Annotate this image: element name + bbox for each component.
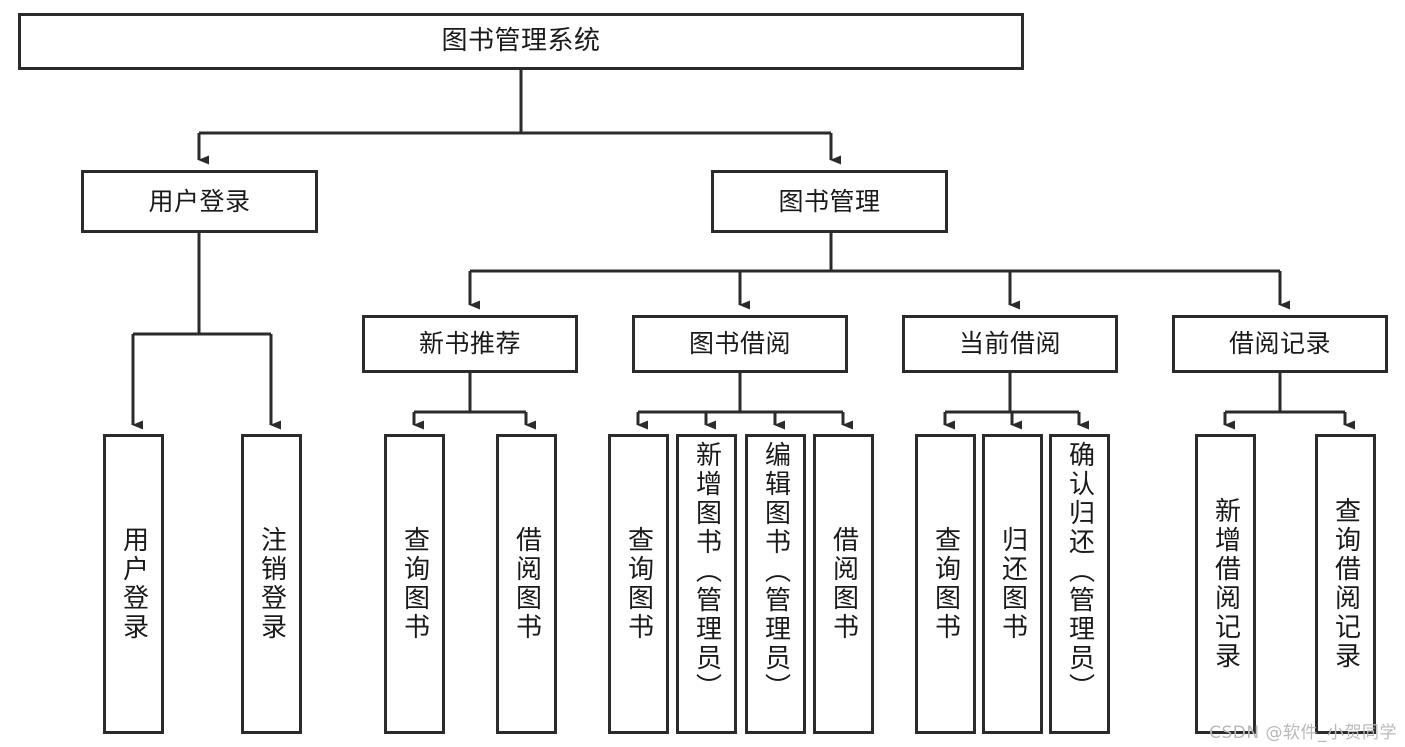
node-user-login[interactable]: 用户登录 — [81, 170, 318, 233]
connector-borrowrecords-to-leaves — [1223, 373, 1355, 430]
node-label: 查询图书 — [399, 526, 430, 642]
node-label: 图书管理系统 — [441, 26, 601, 57]
node-label: 编辑图书（管理员） — [760, 441, 791, 702]
connector-bookmgmt-to-level2 — [468, 233, 1290, 310]
connector-userlogin-to-leaves — [131, 233, 281, 430]
node-label: 查询图书 — [930, 526, 961, 642]
leaf-currentborrow-confirm-return-admin[interactable]: 确认归还（管理员） — [1049, 434, 1110, 734]
leaf-bookborrow-edit-book-admin[interactable]: 编辑图书（管理员） — [745, 434, 806, 734]
node-label: 归还图书 — [997, 526, 1028, 642]
watermark-text: CSDN @软件_小贺同学 — [1209, 723, 1397, 743]
node-label: 查询借阅记录 — [1330, 497, 1361, 671]
node-root-library-management-system[interactable]: 图书管理系统 — [18, 13, 1024, 70]
node-label: 新增图书（管理员） — [691, 441, 722, 702]
leaf-borrowrecords-query-record[interactable]: 查询借阅记录 — [1315, 434, 1376, 734]
node-new-book-recommend[interactable]: 新书推荐 — [362, 315, 578, 373]
node-label: 新书推荐 — [418, 329, 521, 359]
connector-newbook-to-leaves — [412, 373, 536, 430]
node-label: 图书管理 — [778, 186, 881, 216]
leaf-borrowrecords-add-record[interactable]: 新增借阅记录 — [1195, 434, 1256, 734]
leaf-newbook-query-book[interactable]: 查询图书 — [384, 434, 445, 734]
node-label: 注销登录 — [256, 526, 287, 642]
node-book-management[interactable]: 图书管理 — [711, 170, 948, 233]
node-borrow-records[interactable]: 借阅记录 — [1172, 315, 1388, 373]
node-label: 用户登录 — [118, 526, 149, 642]
leaf-currentborrow-query-book[interactable]: 查询图书 — [915, 434, 976, 734]
node-current-borrow[interactable]: 当前借阅 — [902, 315, 1118, 373]
node-label: 借阅记录 — [1228, 329, 1331, 359]
node-label: 确认归还（管理员） — [1064, 441, 1095, 702]
leaf-logout-login[interactable]: 注销登录 — [241, 434, 302, 734]
leaf-bookborrow-add-book-admin[interactable]: 新增图书（管理员） — [676, 434, 737, 734]
connector-currentborrow-to-leaves — [943, 373, 1089, 430]
node-label: 借阅图书 — [511, 526, 542, 642]
node-label: 当前借阅 — [958, 329, 1061, 359]
node-label: 新增借阅记录 — [1210, 497, 1241, 671]
node-label: 图书借阅 — [688, 329, 791, 359]
node-book-borrow[interactable]: 图书借阅 — [632, 315, 848, 373]
leaf-user-login[interactable]: 用户登录 — [103, 434, 164, 734]
leaf-bookborrow-query-book[interactable]: 查询图书 — [608, 434, 669, 734]
leaf-bookborrow-borrow-book[interactable]: 借阅图书 — [813, 434, 874, 734]
node-label: 用户登录 — [148, 186, 251, 216]
node-label: 借阅图书 — [828, 526, 859, 642]
leaf-newbook-borrow-book[interactable]: 借阅图书 — [496, 434, 557, 734]
connector-root-to-level1 — [197, 70, 841, 165]
node-label: 查询图书 — [623, 526, 654, 642]
connector-bookborrow-to-leaves — [636, 373, 853, 430]
leaf-currentborrow-return-book[interactable]: 归还图书 — [982, 434, 1043, 734]
